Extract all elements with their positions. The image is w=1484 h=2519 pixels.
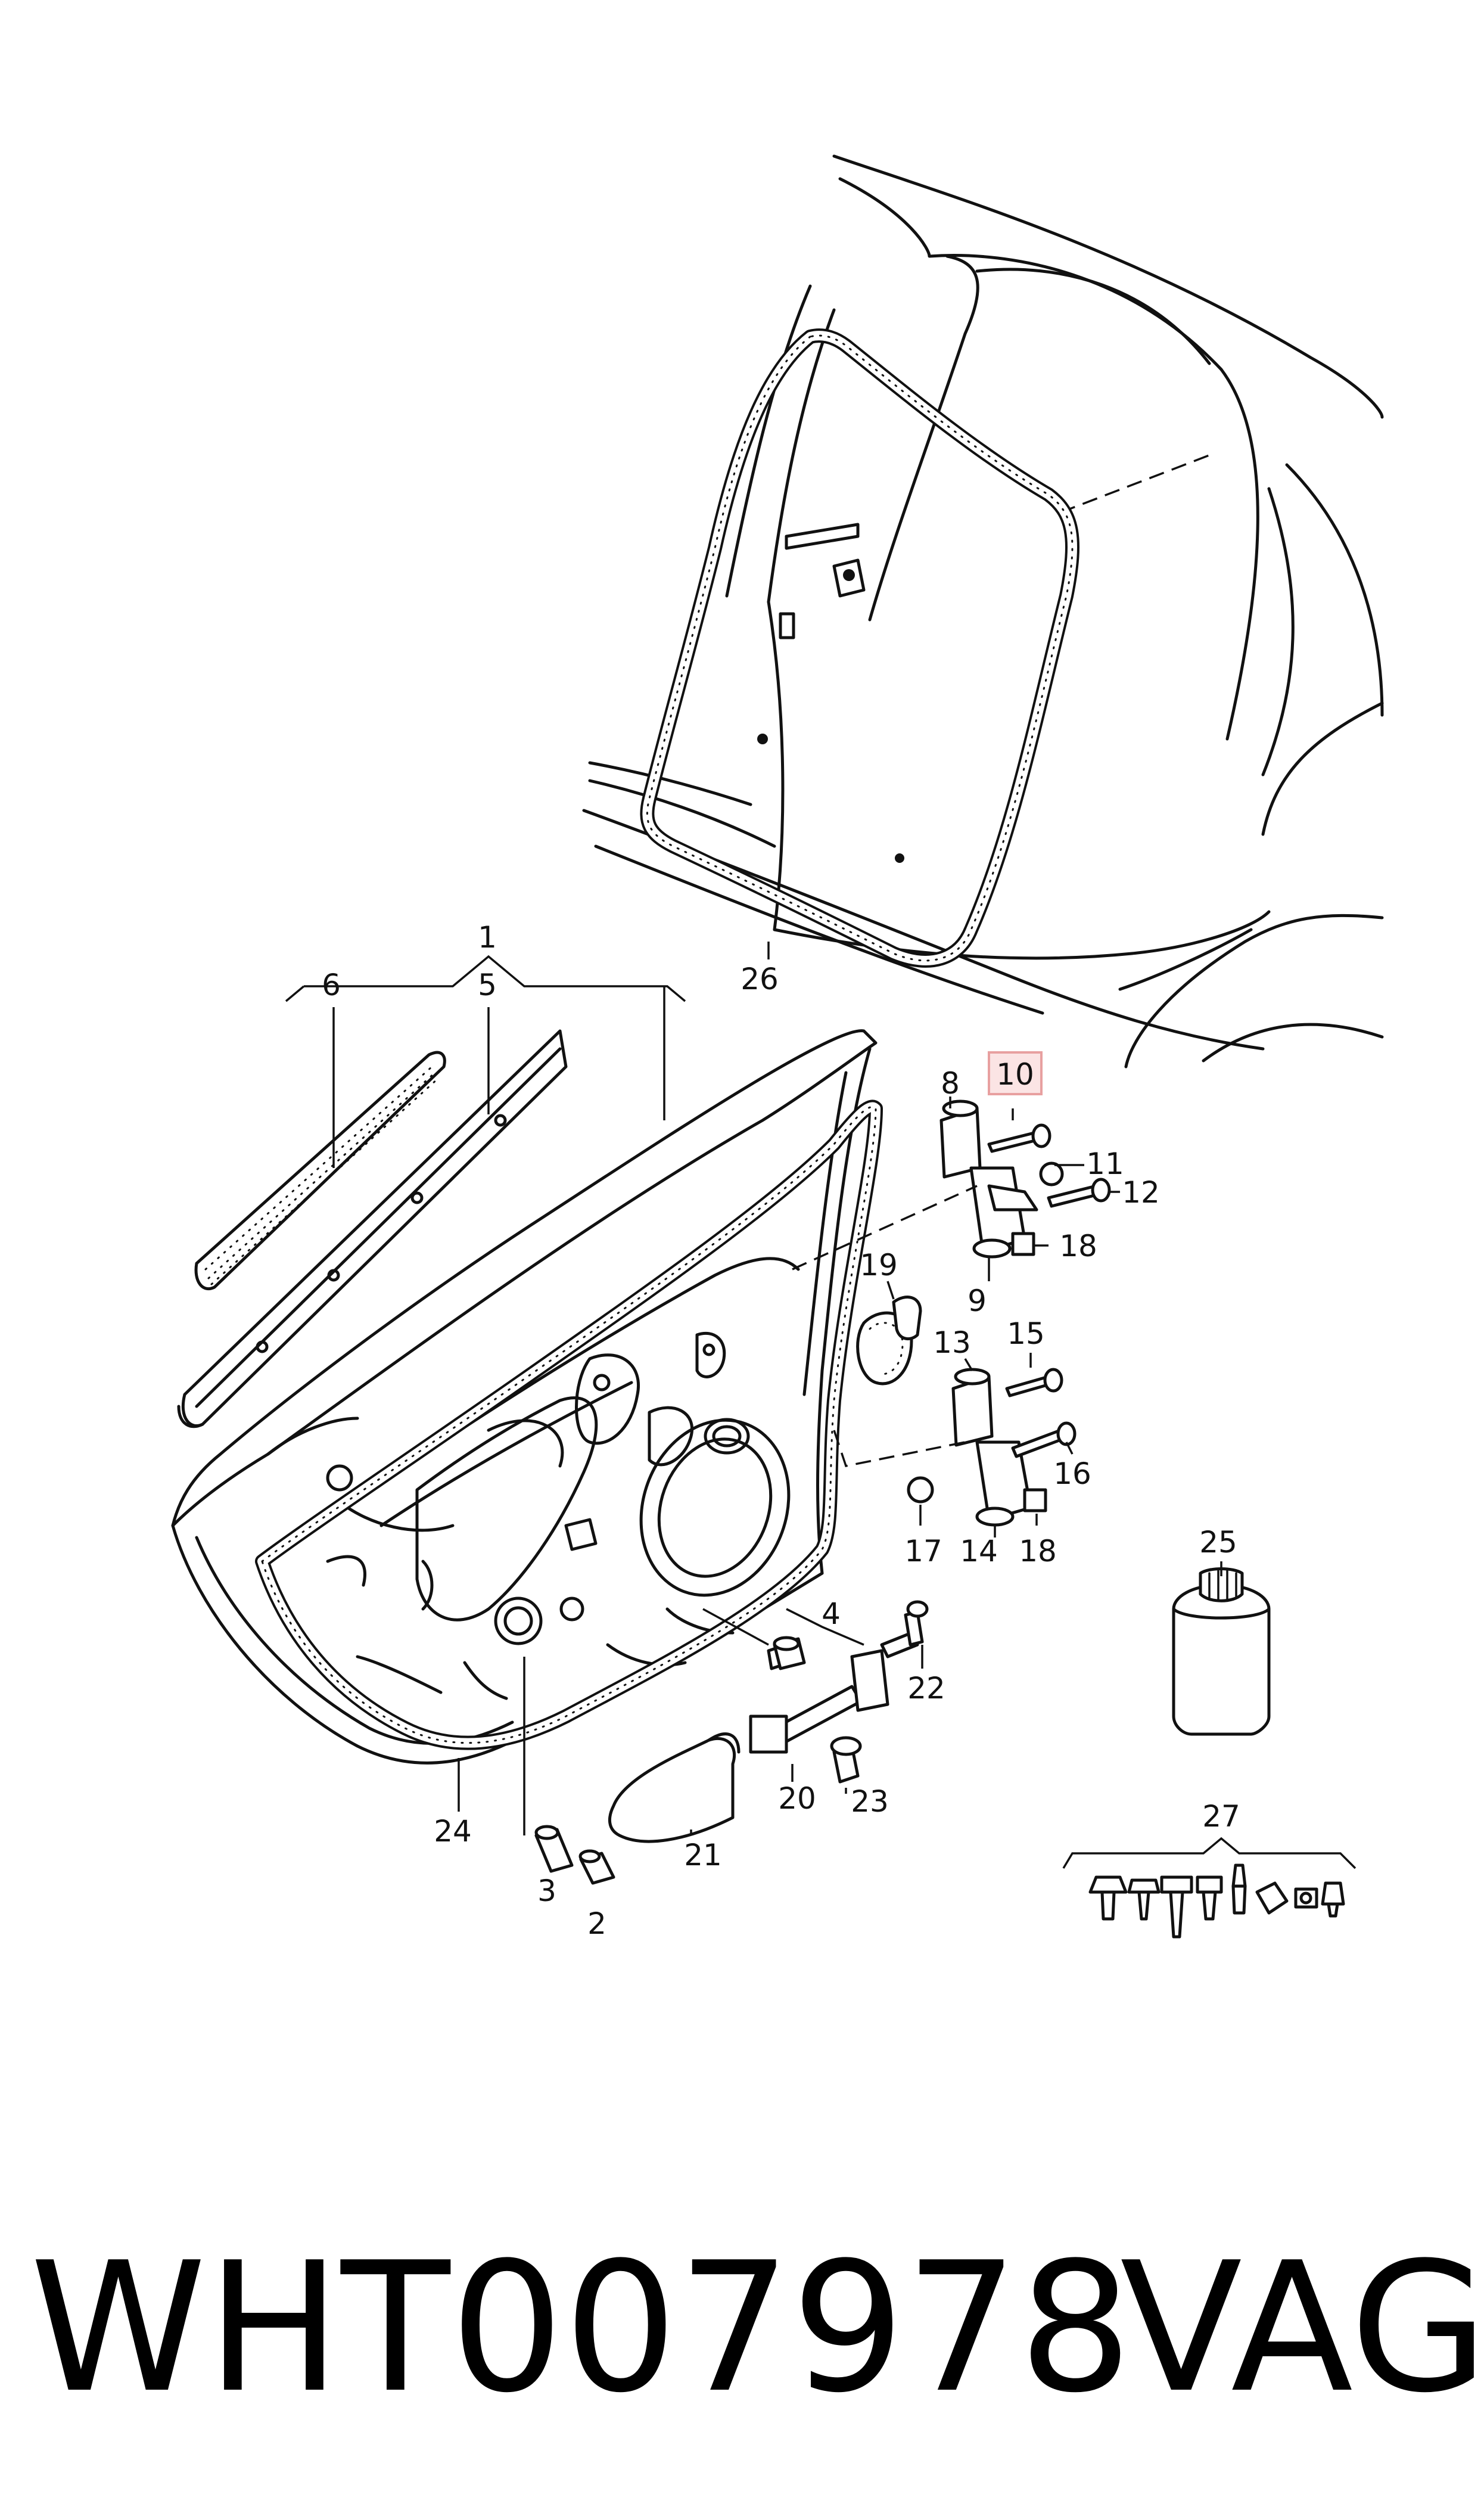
callout-22: 22	[907, 1671, 945, 1706]
check-strap-cover	[608, 1732, 741, 1843]
callout-25: 25	[1199, 1525, 1237, 1560]
callout-5: 5	[478, 968, 497, 1002]
part-number: WHT007978	[30, 2224, 1133, 2432]
callout-17: 17	[904, 1534, 942, 1568]
door-grommet	[856, 1296, 922, 1386]
door-opening-seal	[640, 328, 1079, 968]
callout-8: 8	[941, 1066, 960, 1101]
callout-19: 19	[860, 1248, 898, 1282]
callout-18a: 18	[1059, 1229, 1097, 1263]
door-shell	[171, 1029, 878, 1765]
callout-labels: 1 2 3 4 5 6 8 9 10 11 12 13 14 15 16 17 …	[322, 920, 1240, 1941]
pin-and-bolt	[523, 1608, 806, 1885]
adhesive-container	[1172, 1567, 1271, 1736]
window-channel	[177, 1029, 568, 1428]
callout-26: 26	[741, 962, 779, 996]
callout-highlight-10	[988, 1051, 1043, 1095]
hinge-axis-upper	[792, 1185, 978, 1271]
callout-16: 16	[1053, 1456, 1091, 1491]
door-seal	[255, 1099, 883, 1750]
callout-27: 27	[1202, 1799, 1240, 1834]
callout-10: 10	[996, 1057, 1034, 1092]
callout-6: 6	[322, 968, 341, 1002]
group-bracket-1	[285, 955, 686, 1168]
callout-18b: 18	[1019, 1534, 1057, 1568]
callout-4: 4	[822, 1596, 841, 1631]
callout-13: 13	[933, 1325, 971, 1360]
callout-leaders	[458, 942, 1222, 1835]
fastener-set	[1062, 1837, 1357, 1939]
callout-21: 21	[684, 1838, 722, 1872]
lower-hinge	[907, 1368, 1077, 1527]
callout-24: 24	[434, 1814, 472, 1849]
callout-3: 3	[537, 1874, 556, 1908]
callout-9: 9	[967, 1284, 987, 1318]
callout-11: 11	[1086, 1147, 1124, 1181]
callout-20: 20	[778, 1781, 816, 1816]
callout-23: 23	[851, 1784, 889, 1819]
upper-hinge	[939, 1099, 1111, 1259]
callout-12: 12	[1122, 1175, 1160, 1210]
callout-1: 1	[478, 920, 497, 955]
callout-14: 14	[960, 1534, 998, 1568]
felt-strip	[194, 1051, 446, 1290]
callout-15: 15	[1007, 1316, 1045, 1351]
brand-name: VAG	[1120, 2224, 1484, 2432]
hinge-axis-lower	[833, 1430, 966, 1468]
callout-2: 2	[587, 1906, 606, 1941]
